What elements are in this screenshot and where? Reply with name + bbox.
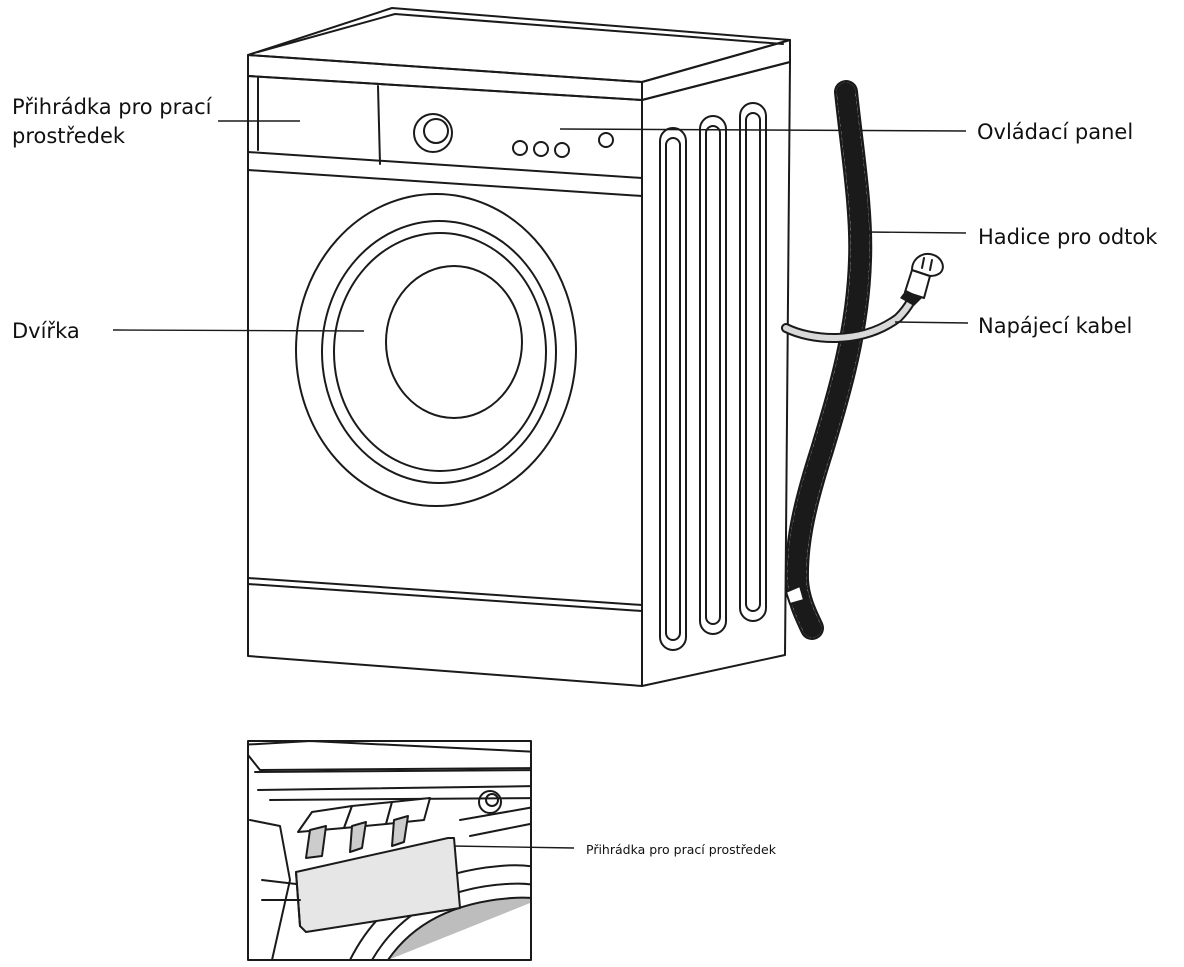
side-rib-1 bbox=[659, 127, 687, 651]
plinth-top-2 bbox=[247, 583, 643, 612]
inset-top bbox=[248, 741, 531, 771]
door-ring-inner bbox=[333, 232, 547, 472]
drain-hose-fitting bbox=[785, 585, 805, 605]
side-rib-3 bbox=[739, 102, 767, 622]
plinth-top bbox=[247, 577, 643, 606]
power-plug bbox=[900, 252, 944, 306]
power-cable bbox=[781, 252, 944, 343]
label-door: Dvířka bbox=[12, 319, 80, 343]
button-2 bbox=[533, 141, 549, 157]
leader-lines bbox=[112, 120, 969, 849]
program-knob-inner bbox=[423, 118, 449, 144]
side-rib-1-inner bbox=[665, 137, 681, 641]
side-rib-2-inner bbox=[705, 125, 721, 625]
machine-front bbox=[247, 75, 643, 687]
machine-top bbox=[247, 7, 791, 83]
side-rib-3-inner bbox=[745, 112, 761, 612]
leader-door bbox=[112, 329, 365, 332]
control-panel-bottom bbox=[247, 151, 643, 179]
inset-detail bbox=[247, 740, 532, 961]
machine-top-edge bbox=[257, 13, 784, 53]
leader-drain-hose bbox=[865, 231, 967, 234]
power-button bbox=[598, 132, 614, 148]
detergent-drawer-divider bbox=[377, 85, 381, 165]
inset-frame bbox=[247, 740, 532, 961]
label-drain-hose: Hadice pro odtok bbox=[978, 225, 1158, 249]
leader-inset bbox=[451, 845, 575, 849]
button-1 bbox=[512, 140, 528, 156]
label-detergent-drawer: Přihrádka pro prací prostředek bbox=[12, 95, 212, 148]
side-rib-2 bbox=[699, 115, 727, 635]
leader-power-cable bbox=[894, 321, 969, 324]
control-panel-lower bbox=[247, 169, 643, 197]
drain-hose bbox=[784, 80, 873, 640]
washing-machine bbox=[247, 7, 791, 687]
machine-side bbox=[641, 61, 791, 687]
door-ring bbox=[321, 220, 557, 484]
label-inset-detergent-drawer: Přihrádka pro prací prostředek bbox=[586, 842, 776, 857]
door-glass bbox=[385, 265, 523, 419]
program-knob bbox=[413, 113, 453, 153]
drain-hose-ridges bbox=[787, 82, 870, 638]
label-control-panel: Ovládací panel bbox=[977, 120, 1134, 144]
leader-control-panel bbox=[559, 128, 967, 132]
door-outer-ring bbox=[295, 193, 577, 507]
button-3 bbox=[554, 142, 570, 158]
label-power-cable: Napájecí kabel bbox=[978, 314, 1133, 338]
